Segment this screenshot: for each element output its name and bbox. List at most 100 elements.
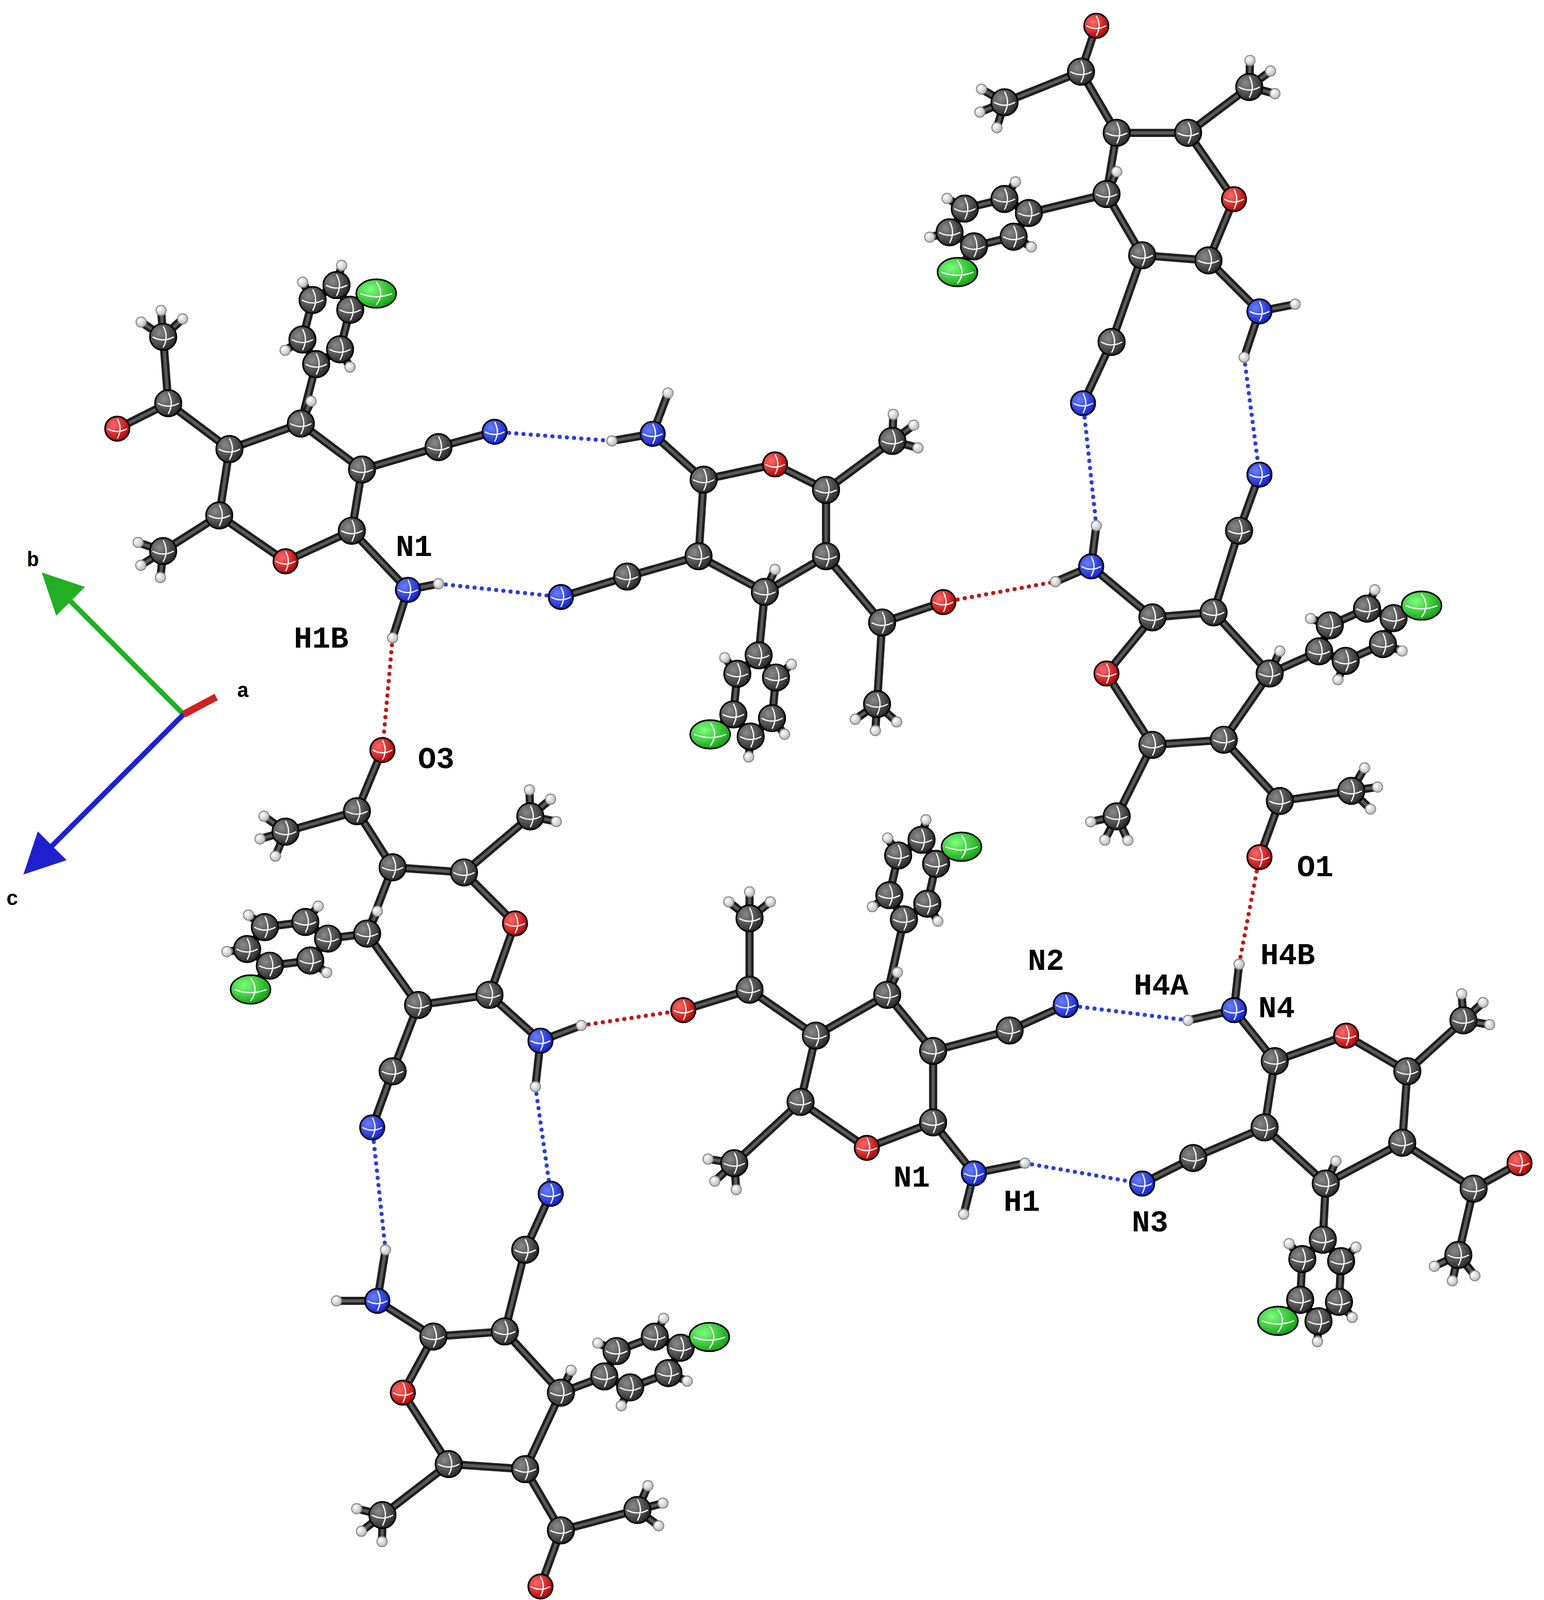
ellipsoid-line (381, 1071, 403, 1075)
atom-h (1447, 1275, 1458, 1286)
ellipsoid-line (993, 102, 1015, 106)
ellipsoid-line (1402, 1131, 1406, 1153)
atom-c (491, 1318, 519, 1345)
ellipsoid-line (1452, 1020, 1475, 1024)
ellipsoid-line (236, 948, 258, 952)
ellipsoid-line (629, 1376, 634, 1398)
ellipsoid-line (1141, 744, 1163, 748)
ellipsoid-line (1356, 608, 1378, 612)
ellipsoid-line (1111, 331, 1115, 353)
ellipsoid-line (876, 994, 898, 998)
ellipsoid-line (642, 433, 663, 437)
ellipsoid-line (1152, 733, 1156, 756)
ellipsoid-line (408, 580, 411, 600)
ellipsoid-line (392, 1060, 396, 1082)
atom-h (1330, 1155, 1342, 1167)
ellipsoid-line (340, 338, 344, 360)
atom-c (354, 920, 381, 947)
atom-c (1460, 1174, 1488, 1202)
atom-c (299, 286, 327, 314)
atom-c (1316, 611, 1344, 639)
atom-h (1312, 1336, 1323, 1347)
hydrogen-bond (943, 581, 1056, 603)
ellipsoid-line (1106, 183, 1110, 205)
atom-c (205, 501, 233, 529)
ellipsoid-line (371, 1514, 393, 1518)
atom-c (603, 1337, 630, 1365)
ellipsoid-line (1106, 663, 1110, 683)
ellipsoid-line (652, 424, 656, 444)
ellipsoid-line (1028, 202, 1032, 224)
atom-c (685, 542, 713, 570)
ellipsoid-line (887, 855, 909, 859)
ellipsoid-line (933, 1111, 937, 1133)
ellipsoid-line (427, 446, 449, 450)
ellipsoid-line (1056, 1004, 1076, 1008)
ellipsoid-line (163, 326, 167, 348)
ellipsoid-line (921, 829, 925, 851)
atom-n (548, 584, 574, 610)
ellipsoid-line (376, 282, 381, 305)
ellipsoid-line (1080, 61, 1084, 83)
atom-c (547, 1516, 575, 1544)
ellipsoid-line (1407, 1060, 1411, 1082)
ellipsoid-line (1289, 1299, 1311, 1303)
atom-c (1305, 1307, 1332, 1335)
atom-h (1284, 1238, 1295, 1249)
atom-h (1290, 299, 1301, 310)
ellipsoid-line (740, 736, 762, 740)
atom-h (924, 232, 936, 243)
ellipsoid-line (670, 1347, 692, 1351)
atom-c (724, 660, 751, 688)
hydrogen-bond (535, 1086, 551, 1194)
ellipsoid-line (305, 910, 309, 933)
ellipsoid-line (229, 438, 233, 460)
atom-h (1305, 613, 1317, 624)
atom-h (356, 1525, 367, 1537)
atom-h (155, 572, 166, 583)
atom-c (617, 1373, 644, 1401)
atom-c (951, 195, 979, 222)
atom-h (336, 260, 347, 271)
ellipsoid-line (1259, 847, 1262, 867)
atom-c (745, 641, 772, 669)
ellipsoid-line (1004, 188, 1008, 210)
ellipsoid-line (1081, 566, 1101, 569)
atom-o (528, 1573, 553, 1599)
atom-cl (1401, 591, 1442, 620)
atom-h (221, 946, 233, 957)
atom-h (1183, 1014, 1194, 1026)
ellipsoid-line (1396, 1071, 1418, 1075)
ellipsoid-line (957, 260, 962, 284)
ellipsoid-line (299, 960, 321, 964)
atom-h (719, 652, 730, 663)
atom-n (1247, 462, 1272, 487)
atom-h (662, 387, 674, 398)
ellipsoid-line (329, 348, 351, 353)
ellipsoid-line (339, 309, 361, 313)
atom-label: N1 (893, 1163, 931, 1194)
atoms (104, 13, 1532, 1599)
ellipsoid-line (530, 805, 534, 827)
atom-label: H1 (1003, 1187, 1041, 1218)
atom-h (1026, 241, 1037, 253)
ellipsoid-line (889, 884, 893, 906)
ellipsoid-line (703, 468, 707, 490)
ellipsoid-line (722, 714, 744, 718)
ellipsoid-line (739, 918, 761, 922)
ellipsoid-line (936, 852, 940, 874)
ellipsoid-line (954, 208, 976, 212)
atom-c (1389, 1129, 1416, 1156)
atom-c (936, 218, 963, 246)
atom-c (1200, 599, 1227, 626)
ellipsoid-line (1339, 1290, 1343, 1312)
atom-n (364, 1288, 390, 1313)
ellipsoid-line (922, 1121, 944, 1126)
ellipsoid-line (484, 431, 505, 435)
hydrogen-bond (1065, 1004, 1189, 1021)
atom-c (812, 476, 840, 504)
atom-h (941, 193, 953, 204)
ellipsoid-line (438, 436, 442, 458)
ellipsoid-line (407, 1004, 429, 1008)
ellipsoid-line (1152, 606, 1156, 628)
